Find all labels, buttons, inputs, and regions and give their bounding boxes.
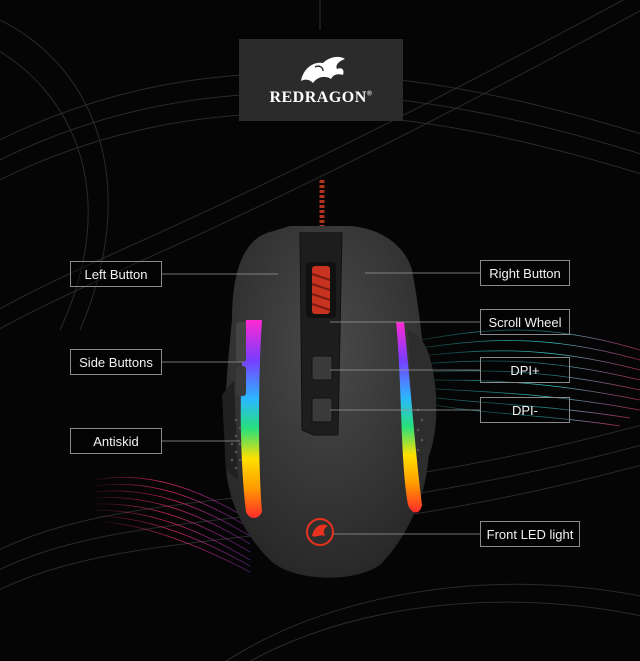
antiskid-texture <box>230 408 424 470</box>
front-led-logo-icon <box>306 518 334 546</box>
side-buttons-callout: Side Buttons <box>70 349 162 375</box>
front-led-callout: Front LED light <box>480 521 580 547</box>
antiskid-callout: Antiskid <box>70 428 162 454</box>
left-rgb-strip <box>240 320 262 518</box>
dpi-minus-button <box>311 397 333 423</box>
dpi-plus-button <box>311 355 333 381</box>
scroll-wheel <box>311 266 331 314</box>
gaming-mouse <box>222 226 437 578</box>
dpi-plus-callout: DPI+ <box>480 357 570 383</box>
brand-logo: REDRAGON® <box>239 39 403 121</box>
side-button-strip <box>236 322 246 396</box>
left-button-callout: Left Button <box>70 261 162 287</box>
dpi-minus-callout: DPI- <box>480 397 570 423</box>
pink-wave-ribbon <box>94 477 251 573</box>
dragon-logo-icon <box>301 56 345 83</box>
callout-lines <box>161 272 481 535</box>
scroll-wheel-callout: Scroll Wheel <box>480 309 570 335</box>
cyan-wave-ribbon <box>419 329 640 427</box>
brand-name: REDRAGON® <box>269 89 373 106</box>
right-button-callout: Right Button <box>480 260 570 286</box>
